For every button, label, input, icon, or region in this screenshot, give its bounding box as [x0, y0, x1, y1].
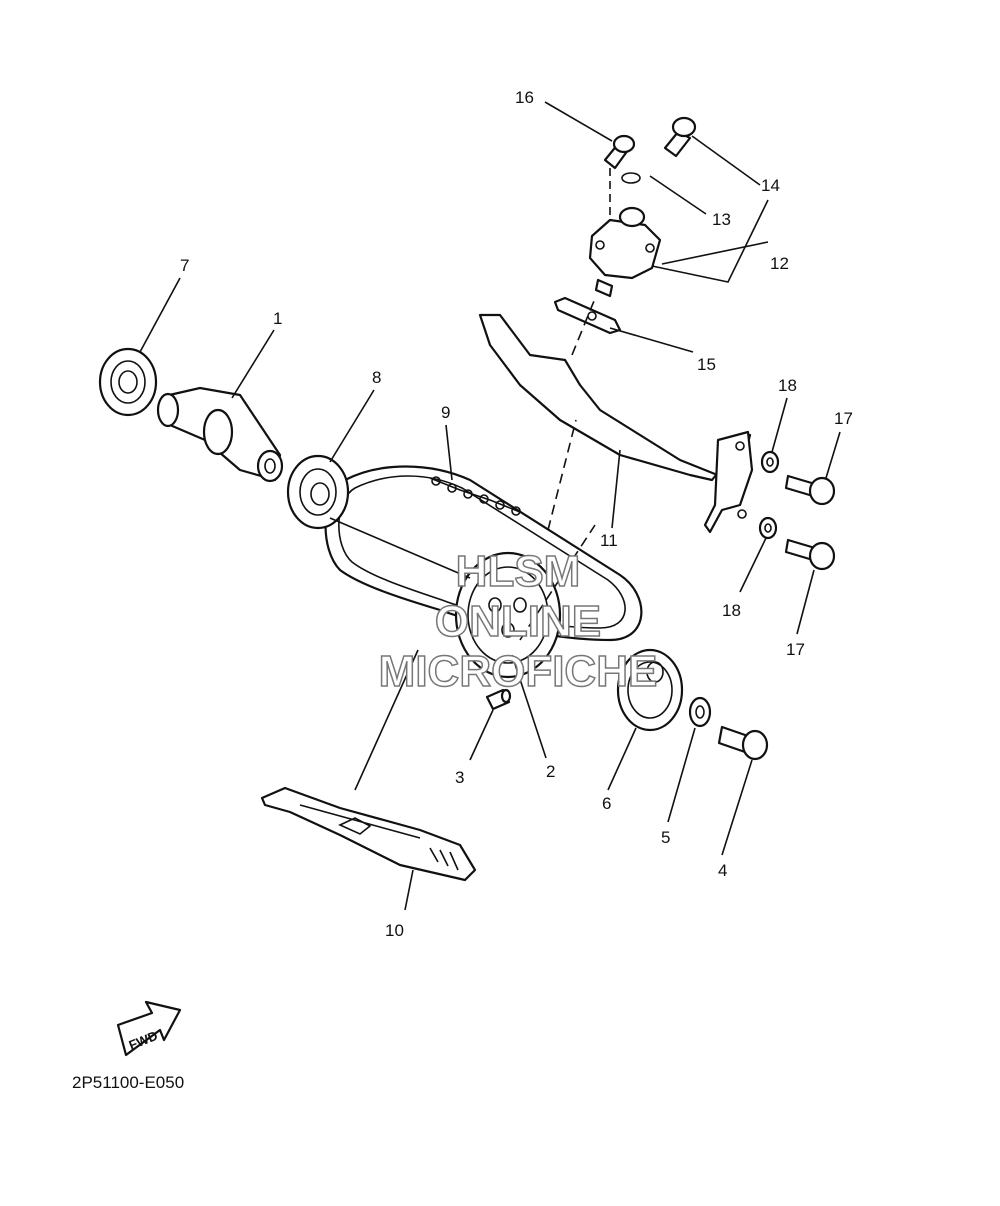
dowel-pin-3	[485, 688, 512, 711]
camshaft-1	[156, 386, 284, 483]
gasket-15	[553, 296, 622, 335]
plate-6	[616, 648, 684, 732]
callout-18-upper: 18	[778, 376, 797, 395]
bolt-16	[603, 134, 636, 170]
watermark-line3: MICROFICHE	[379, 647, 658, 696]
diagram-code: 2P51100-E050	[72, 1073, 185, 1092]
washer-18-lower	[758, 516, 778, 540]
callout-17-upper: 17	[834, 409, 853, 428]
chain-9	[429, 476, 521, 516]
washer-5	[688, 696, 712, 728]
callout-18-lower: 18	[722, 601, 741, 620]
washer-18-upper	[760, 450, 780, 474]
bearing-7	[98, 347, 158, 417]
bolt-17-upper	[784, 474, 836, 506]
callout-16: 16	[515, 88, 534, 107]
callout-10: 10	[385, 921, 404, 940]
callout-1: 1	[273, 309, 282, 328]
bearing-8	[286, 454, 350, 530]
callout-17-lower: 17	[786, 640, 805, 659]
callout-4: 4	[718, 861, 727, 880]
callout-6: 6	[602, 794, 611, 813]
callout-5: 5	[661, 828, 670, 847]
callout-2: 2	[546, 762, 555, 781]
callout-14: 14	[761, 176, 780, 195]
tensioner-12	[588, 206, 662, 298]
watermark-line1: HLSM	[456, 547, 581, 596]
cam-sprocket-2	[454, 551, 562, 679]
callout-13: 13	[712, 210, 731, 229]
watermark-line2: ONLINE	[435, 597, 601, 646]
callout-9: 9	[441, 403, 450, 422]
chain-guide-10	[260, 786, 477, 882]
callout-8: 8	[372, 368, 381, 387]
bolt-14	[663, 116, 697, 158]
callout-7: 7	[180, 256, 189, 275]
o-ring-13	[621, 172, 641, 184]
watermark: HLSM ONLINE MICROFICHE	[378, 546, 658, 697]
tensioner-guide-11	[478, 313, 754, 534]
callout-11: 11	[600, 531, 618, 550]
callout-15: 15	[697, 355, 716, 374]
bolt-4	[717, 725, 769, 761]
callout-3: 3	[455, 768, 464, 787]
callout-12: 12	[770, 254, 789, 273]
fwd-arrow-icon: FWD	[116, 1000, 182, 1057]
callout-labels: 1 2 3 4 5 6 7 8 9 10 11 12 13 14 15 16 1…	[180, 88, 853, 940]
bolt-17-lower	[784, 538, 836, 571]
leader-lines	[139, 101, 841, 911]
